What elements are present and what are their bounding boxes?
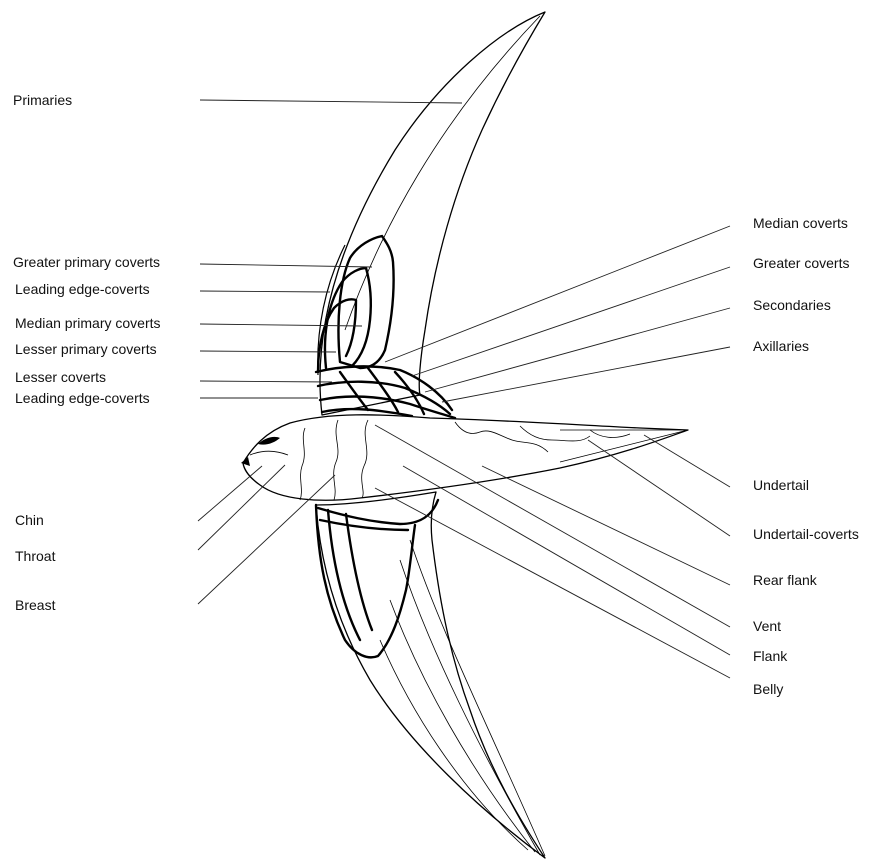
leader-lines (198, 100, 730, 678)
label-primaries: Primaries (13, 92, 72, 108)
right-labels: Median coverts Greater coverts Secondari… (753, 215, 859, 697)
label-greater-primary-coverts: Greater primary coverts (13, 254, 160, 270)
upper-wing-outline (320, 12, 545, 415)
label-flank: Flank (753, 648, 788, 664)
label-median-coverts: Median coverts (753, 215, 848, 231)
body-outline (243, 415, 688, 500)
label-median-primary-coverts: Median primary coverts (15, 315, 161, 331)
label-undertail: Undertail (753, 477, 809, 493)
label-vent: Vent (753, 618, 781, 634)
label-lesser-primary-coverts: Lesser primary coverts (15, 341, 157, 357)
label-secondaries: Secondaries (753, 297, 831, 313)
label-chin: Chin (15, 512, 44, 528)
label-greater-coverts: Greater coverts (753, 255, 849, 271)
label-leading-edge-coverts-upper: Leading edge-coverts (15, 281, 150, 297)
label-breast: Breast (15, 597, 56, 613)
swift-illustration (241, 12, 688, 858)
left-labels: Primaries Greater primary coverts Leadin… (13, 92, 161, 613)
label-lesser-coverts: Lesser coverts (15, 369, 106, 385)
label-belly: Belly (753, 681, 783, 697)
label-undertail-coverts: Undertail-coverts (753, 526, 859, 542)
label-axillaries: Axillaries (753, 338, 809, 354)
label-leading-edge-coverts-lower: Leading edge-coverts (15, 390, 150, 406)
label-throat: Throat (15, 548, 56, 564)
label-rear-flank: Rear flank (753, 572, 818, 588)
